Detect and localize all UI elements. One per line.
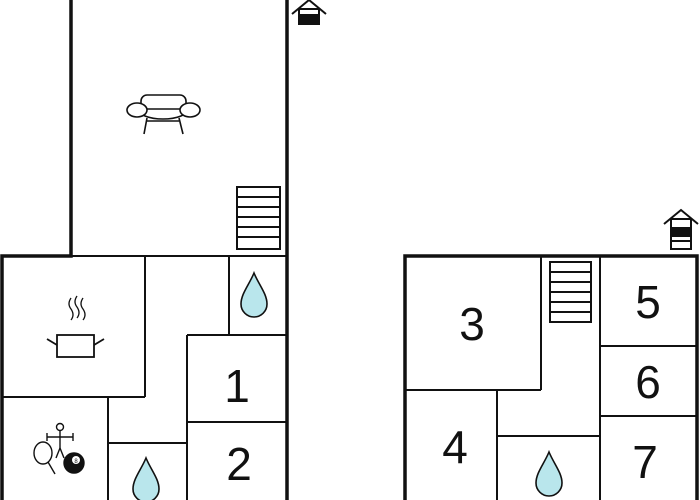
table-tennis-billiards-icon: 8: [33, 422, 85, 475]
water-drop-icon: [240, 270, 268, 318]
right-building: [403, 254, 699, 500]
right-building-outer-wall: [403, 254, 699, 500]
water-drop-icon: [535, 449, 563, 497]
svg-text:8: 8: [74, 459, 78, 465]
sofa-icon: [126, 94, 201, 135]
room-number-7: 7: [632, 436, 658, 488]
stairs-icon: [236, 186, 281, 250]
room-number-2: 2: [226, 438, 252, 490]
stairs-icon: [549, 261, 592, 323]
room-number-4: 4: [442, 421, 468, 473]
cooking-pot-icon: [46, 295, 105, 358]
room-number-6: 6: [635, 356, 661, 408]
room-number-5: 5: [635, 276, 661, 328]
water-drop-icon: [132, 455, 160, 500]
room-number-1: 1: [224, 360, 250, 412]
house-entrance-icon: [663, 208, 699, 250]
room-number-3: 3: [459, 298, 485, 350]
left-building: [0, 0, 289, 500]
left-building-outer-wall: [0, 0, 73, 500]
house-entrance-icon: [291, 0, 327, 25]
